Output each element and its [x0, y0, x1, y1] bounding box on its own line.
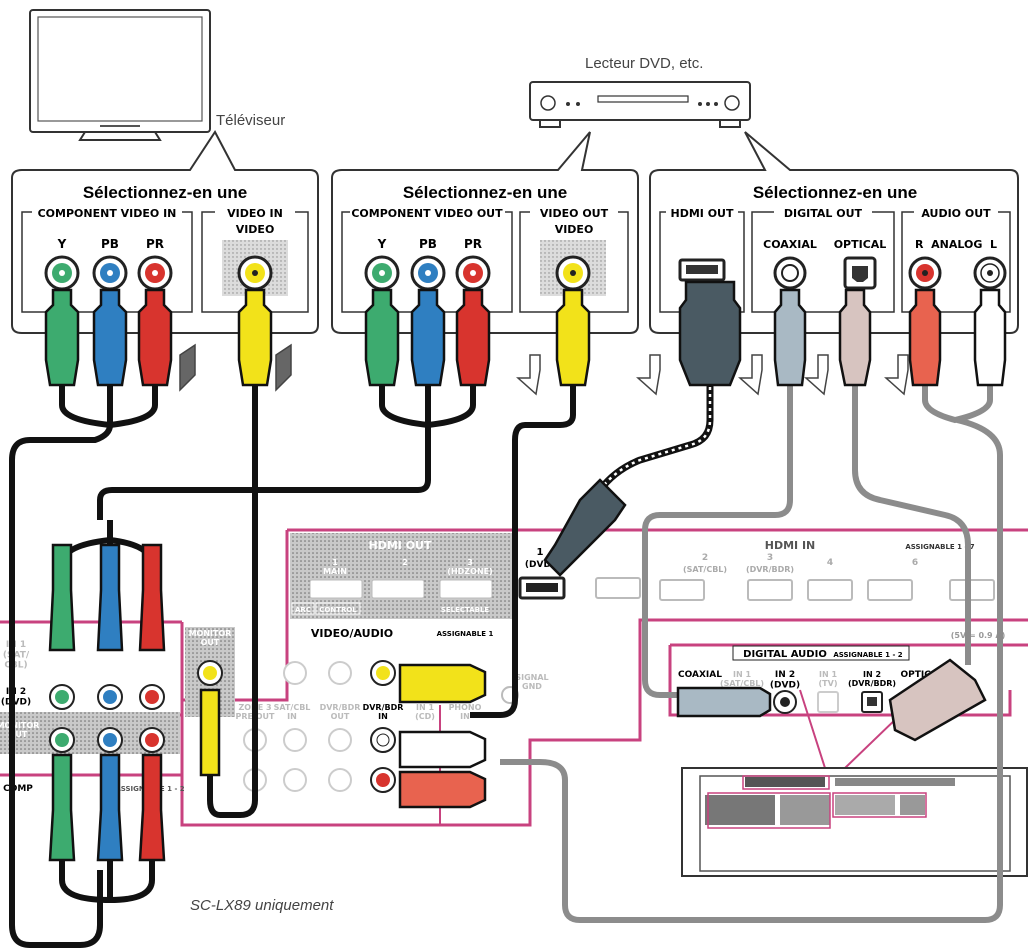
- signal-arrows: [179, 343, 909, 396]
- receiver-digital-audio-title: DIGITAL AUDIO: [743, 649, 827, 660]
- source-video-sub: VIDEO: [555, 223, 594, 236]
- source-jack-pb-label: PB: [419, 237, 437, 251]
- receiver-comp-label: COMP: [3, 784, 33, 794]
- receiver-hdmi-in-assignable: ASSIGNABLE 1 - 7: [905, 543, 974, 551]
- receiver-port1-num: 1: [537, 547, 544, 558]
- source-audio-heading: Sélectionnez-en une: [753, 183, 917, 202]
- receiver-port6-num: 6: [912, 558, 918, 568]
- dvd-label: Lecteur DVD, etc.: [585, 55, 703, 72]
- receiver-comp-in1: IN 1(SAT/CBL): [3, 640, 30, 671]
- audio-out-title: AUDIO OUT: [921, 207, 991, 220]
- receiver-video-audio-title: VIDEO/AUDIO: [311, 627, 393, 640]
- receiver-port4-num: 4: [827, 558, 833, 568]
- receiver-port1-sub: (DVD): [525, 560, 555, 570]
- hdmi-out-title: HDMI OUT: [671, 207, 734, 220]
- receiver-in1-cd: IN 1(CD): [415, 703, 435, 721]
- composite-cable: [207, 385, 576, 818]
- tv-panel-heading: Sélectionnez-en une: [83, 183, 247, 202]
- tv-jack-pr-label: PR: [146, 237, 164, 251]
- hdmi-cable: [597, 380, 714, 493]
- tv-icon: [29, 9, 211, 141]
- receiver-hdmi-out-port-2: 2: [402, 558, 408, 567]
- receiver-da-in1: IN 1(SAT/CBL): [720, 670, 764, 688]
- optical-label: OPTICAL: [834, 238, 887, 251]
- tv-jack-pb-label: PB: [101, 237, 119, 251]
- receiver-port2-num: 2: [702, 553, 708, 563]
- receiver-va-assignable: ASSIGNABLE 1: [437, 630, 494, 638]
- tv-label: Téléviseur: [216, 112, 285, 129]
- receiver-da-in1-tv: IN 1(TV): [819, 670, 838, 688]
- source-video-title: VIDEO OUT: [540, 207, 609, 220]
- model-note: SC-LX89 uniquement: [190, 897, 334, 914]
- source-component-title: COMPONENT VIDEO OUT: [351, 207, 503, 220]
- receiver-hdmi-out-port-3: 3(HDZONE): [447, 558, 492, 576]
- receiver-da-in2: IN 2(DVD): [770, 670, 800, 690]
- receiver-hdmi-in-title: HDMI IN: [765, 539, 816, 552]
- receiver-port3-sub: (DVR/BDR): [746, 565, 794, 574]
- tv-rca-jacks: [44, 255, 273, 291]
- tv-component-title: COMPONENT VIDEO IN: [38, 207, 177, 220]
- receiver-port3-num: 3: [767, 553, 773, 563]
- receiver-da-optical: OPTICAL: [900, 670, 943, 680]
- receiver-port2-sub: (SAT/CBL): [683, 565, 727, 574]
- receiver-hdmi-out-title: HDMI OUT: [369, 539, 432, 552]
- receiver-power-spec: (5V = 0.9 A): [951, 631, 1006, 640]
- analog-label: R ANALOG L: [915, 238, 997, 251]
- source-jack-y-label: Y: [377, 237, 387, 251]
- tv-video-title: VIDEO IN: [227, 207, 283, 220]
- component-cable-black-lower: [59, 860, 155, 904]
- coaxial-label: COAXIAL: [763, 238, 817, 251]
- receiver-arc: ARC: [295, 606, 311, 614]
- dvd-player-icon: [529, 81, 751, 128]
- receiver-control: CONTROL: [319, 606, 357, 614]
- receiver-overview-icon: [681, 689, 1028, 877]
- receiver-da-coaxial: COAXIAL: [678, 670, 722, 680]
- digital-out-title: DIGITAL OUT: [784, 207, 863, 220]
- receiver-comp-in2: IN 2(DVD): [1, 687, 31, 707]
- source-video-heading: Sélectionnez-en une: [403, 183, 567, 202]
- receiver-da-assignable: ASSIGNABLE 1 - 2: [833, 651, 902, 659]
- tv-jack-y-label: Y: [57, 237, 67, 251]
- component-cable-black: [9, 385, 476, 948]
- source-jack-pr-label: PR: [464, 237, 482, 251]
- tv-video-sub: VIDEO: [236, 223, 275, 236]
- receiver-da-in2-dvr: IN 2(DVR/BDR): [848, 670, 896, 688]
- receiver-selectable: SELECTABLE: [441, 606, 490, 614]
- source-rca-jacks: [364, 255, 591, 291]
- rca-plugs: [44, 280, 1007, 862]
- digital-cables: [500, 380, 1003, 923]
